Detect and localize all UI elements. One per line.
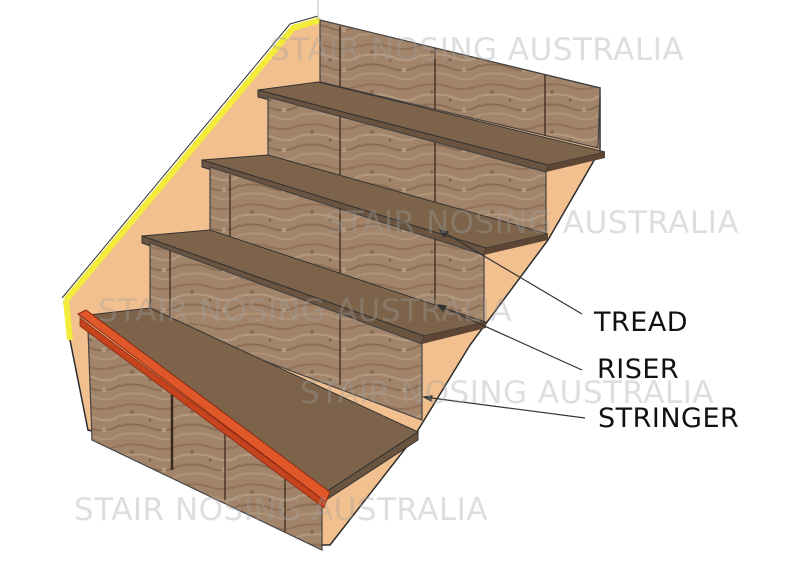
leader-lines xyxy=(422,229,586,419)
label-riser: RISER xyxy=(597,354,680,385)
stringer-leader xyxy=(423,396,586,419)
tread-2 xyxy=(141,229,488,345)
riser-leader xyxy=(437,304,583,371)
label-stringer: STRINGER xyxy=(598,403,740,434)
tread-3 xyxy=(201,154,549,256)
label-tread: TREAD xyxy=(594,307,689,338)
nosing-strip xyxy=(77,309,331,509)
riser-top xyxy=(319,19,601,149)
tread-4 xyxy=(257,81,606,173)
stringer-top-edge xyxy=(63,17,321,302)
riser-1 xyxy=(149,242,423,421)
tread-leader xyxy=(439,229,583,315)
